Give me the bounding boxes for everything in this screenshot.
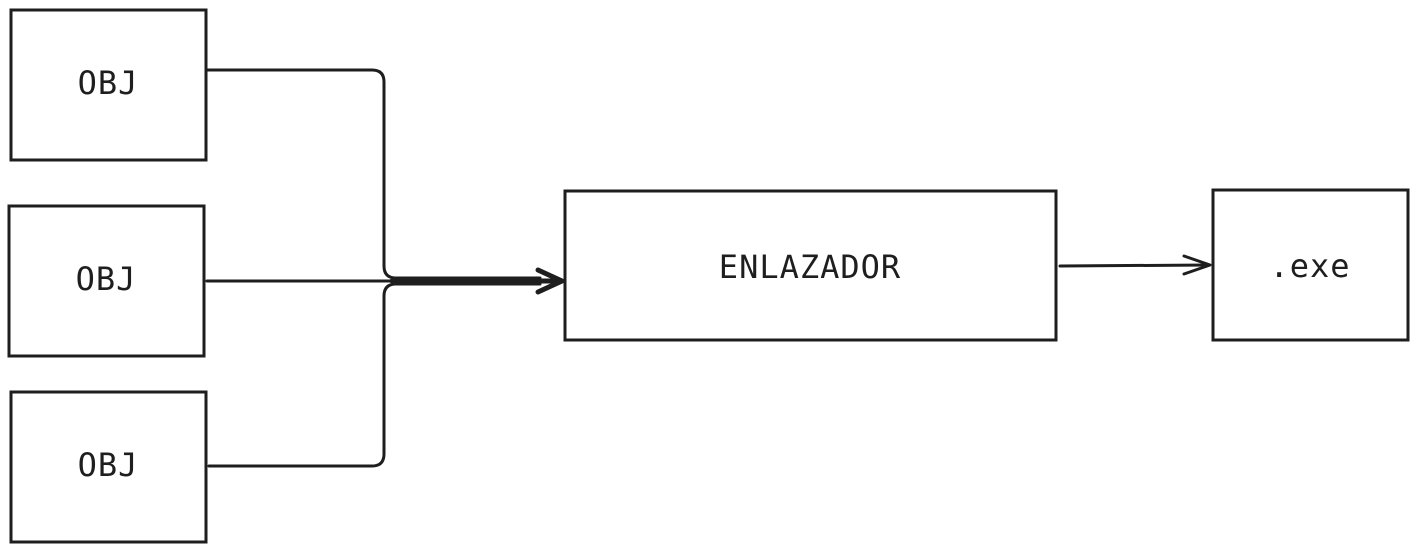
node-linker-label: ENLAZADOR xyxy=(719,248,901,286)
edge-obj-1-to-linker xyxy=(205,68,542,280)
edge-obj-3-to-linker xyxy=(207,282,542,468)
node-obj-3: OBJ xyxy=(9,390,208,544)
node-obj-1: OBJ xyxy=(9,8,208,162)
node-obj-2: OBJ xyxy=(7,204,206,358)
node-obj-2-label: OBJ xyxy=(76,260,137,298)
node-output: .exe xyxy=(1211,188,1410,342)
node-obj-1-label: OBJ xyxy=(78,64,139,102)
node-output-label: .exe xyxy=(1269,247,1350,285)
merged-arrow-head xyxy=(535,267,565,295)
node-obj-3-label: OBJ xyxy=(78,446,139,484)
edge-linker-to-exe xyxy=(1058,263,1211,268)
edge-linker-to-exe-arrowhead xyxy=(1182,254,1212,276)
node-linker: ENLAZADOR xyxy=(563,189,1058,342)
